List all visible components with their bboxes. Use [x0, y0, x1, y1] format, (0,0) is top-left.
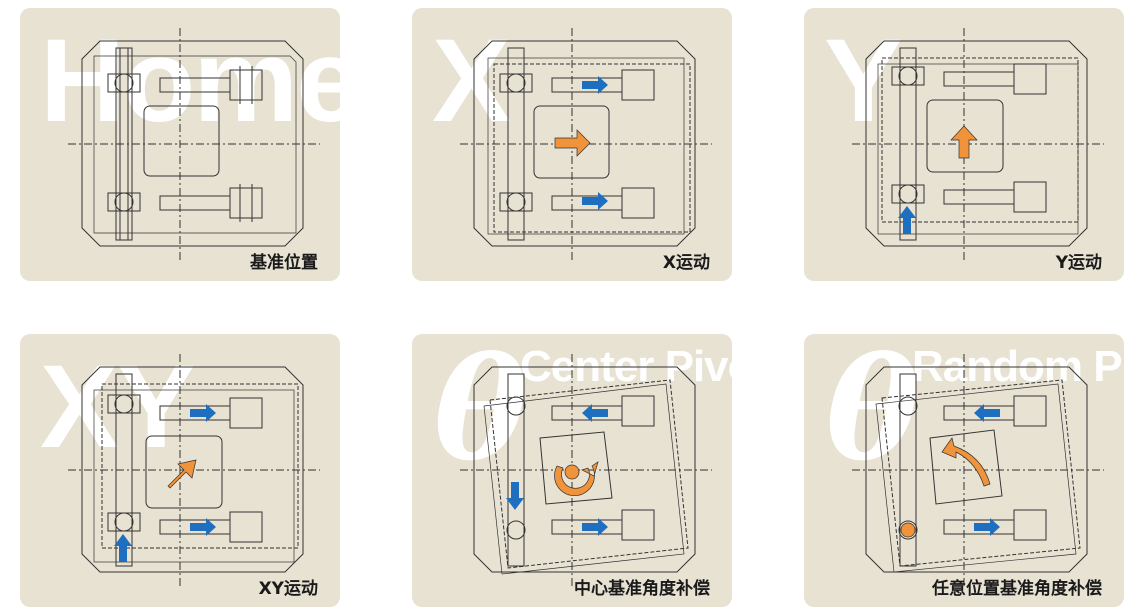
arrow-center-blue-3 [506, 482, 524, 510]
panel-home: Home 基准位置 [20, 8, 340, 281]
panel-y: Y Y运动 [804, 8, 1124, 281]
panel-label-xy: XY运动 [258, 579, 318, 599]
panel-center-pivot: θ Center Pivot 中心基准角度补偿 [412, 334, 732, 607]
watermark-home: Home [40, 15, 340, 147]
watermark-y: Y [824, 15, 903, 147]
watermark-x: X [432, 15, 511, 147]
watermark-xy: XY [40, 341, 195, 473]
rotate-arrow-center [554, 461, 599, 496]
stage-diagram-random [852, 354, 1104, 589]
panel-label-random: 任意位置基准角度补偿 [932, 579, 1102, 599]
rotate-arrow-random [941, 437, 991, 487]
pivot-marker-center [564, 464, 580, 480]
watermark-theta-center: θ [434, 334, 528, 492]
pivot-marker-random [900, 522, 916, 538]
arrow-x-1 [582, 76, 608, 94]
stage-diagram-x [460, 28, 712, 263]
panel-label-home: 基准位置 [250, 253, 318, 273]
arrow-xy-blue-2 [190, 518, 216, 536]
arrow-xy-blue-3 [114, 534, 132, 562]
arrow-x-orange [554, 129, 591, 157]
panel-x: X X运动 [412, 8, 732, 281]
stage-diagram-home [68, 28, 320, 263]
watermark-theta-random: θ [826, 334, 920, 492]
arrow-random-blue-2 [974, 518, 1000, 536]
arrow-x-2 [582, 192, 608, 210]
arrow-center-blue-2 [582, 518, 608, 536]
panel-label-x: X运动 [662, 253, 710, 273]
arrow-random-blue-1 [974, 404, 1000, 422]
arrow-y-blue [898, 206, 916, 234]
panel-label-y: Y运动 [1055, 253, 1102, 273]
stage-diagram-center [460, 354, 712, 589]
panel-label-center: 中心基准角度补偿 [574, 579, 710, 599]
arrow-xy-blue-1 [190, 404, 216, 422]
panel-random-pivot: θ Random Pivot 任意位置基准角度补偿 [804, 334, 1124, 607]
stage-diagram-xy [68, 354, 320, 589]
stage-diagram-y [852, 28, 1104, 263]
panel-xy: XY XY运动 [20, 334, 340, 607]
arrow-y-orange [950, 125, 978, 159]
arrow-xy-orange [167, 459, 197, 489]
arrow-center-blue-1 [582, 404, 608, 422]
